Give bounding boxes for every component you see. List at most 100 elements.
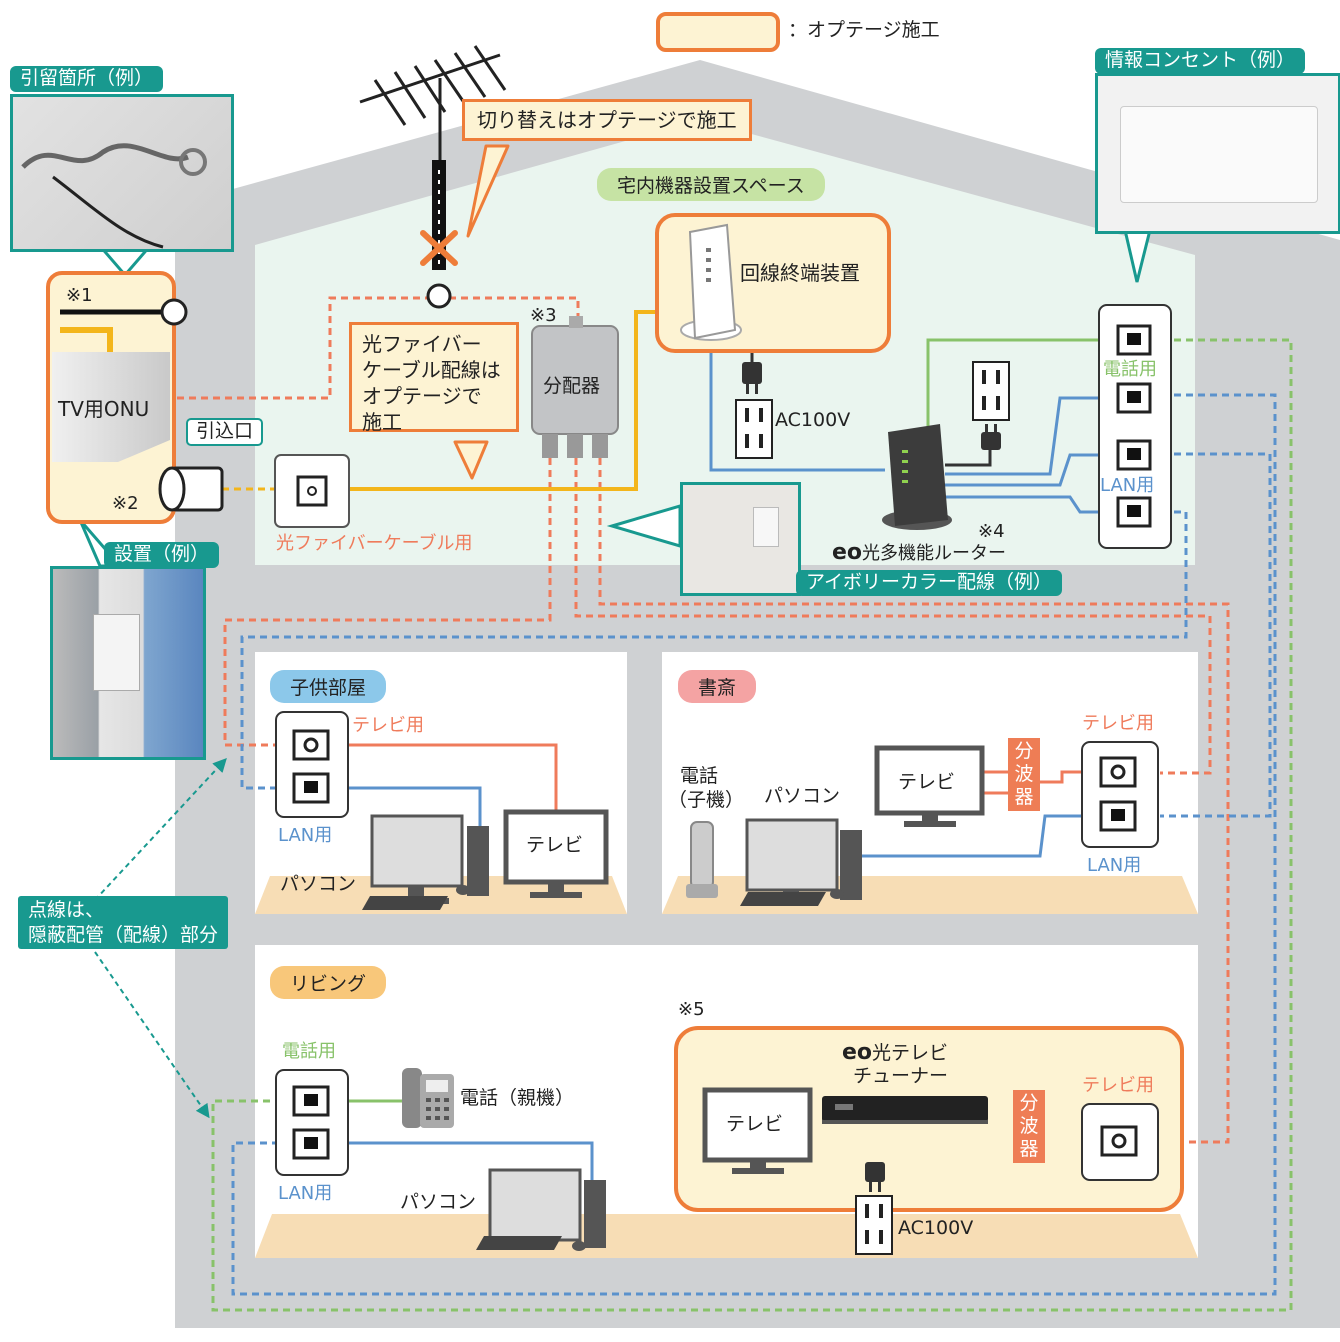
label-kids-pc: パソコン (280, 873, 357, 895)
photo-info-outlet (1095, 73, 1340, 234)
note-arrow-down (94, 951, 210, 1119)
note-3: ※3 (530, 305, 557, 326)
label-phone-base: 電話（親機） (460, 1087, 575, 1109)
floor-study (662, 876, 1198, 914)
label-handset-1: 電話 (680, 765, 719, 787)
label-handset-2: （子機） (668, 789, 745, 811)
tag-info-outlet: 情報コンセント（例） (1095, 48, 1306, 74)
tag-hikitome: 引留箇所（例） (10, 66, 164, 92)
diplexer-study-c3: 器 (1014, 786, 1034, 808)
label-living-lan-use: LAN用 (278, 1183, 333, 1204)
lan-ont-router (709, 337, 885, 472)
label-study-tv-use: テレビ用 (1082, 713, 1154, 734)
label-living-pc: パソコン (400, 1191, 477, 1213)
splitter-ports (542, 434, 608, 458)
fiber-note-line-4: 施工 (362, 410, 402, 434)
info-outlet-photo-plate (1120, 106, 1318, 203)
phone-router (926, 338, 1118, 432)
router-leds (902, 450, 908, 483)
diplexer-study: 分 波 器 (1008, 738, 1040, 811)
diplexer-living-c2: 波 (1019, 1115, 1039, 1137)
bubble-tail-fiber (453, 440, 489, 480)
kids-tv-jack-hole (303, 737, 319, 753)
lan-study-pc (862, 814, 1098, 858)
label-kids-lan-use: LAN用 (278, 825, 333, 846)
antenna-terminal (426, 283, 452, 309)
label-tuner-1: eo光テレビ (842, 1040, 948, 1065)
monitor-icon-study (740, 818, 862, 906)
label-kids-tv: テレビ (526, 834, 584, 856)
switch-note: 切り替えはオプテージで施工 (477, 108, 737, 132)
diplexer-study-c2: 波 (1014, 763, 1034, 785)
plug-icon-router (981, 424, 1001, 450)
router-power (945, 447, 992, 467)
study-tv-jack (1099, 756, 1137, 788)
label-living-tv-use: テレビ用 (1082, 1075, 1154, 1096)
living-tv-jack (1100, 1125, 1138, 1157)
tuner-device (822, 1096, 988, 1124)
pill-equipment-space: 宅内機器設置スペース (597, 168, 825, 201)
fiber-outlet-hole (307, 486, 317, 496)
antenna-icon (359, 45, 507, 160)
note-4: ※4 (978, 521, 1005, 542)
tuner-brand: eo (842, 1040, 873, 1065)
photo-ivory (680, 482, 801, 596)
tv-onu-box (52, 352, 170, 462)
splitter-in (569, 316, 583, 328)
dotted-coax-kids (223, 458, 552, 747)
fiber-note-bubble: 光ファイバー ケーブル配線は オプテージで 施工 (349, 322, 519, 434)
bubble-tail-switch (466, 144, 510, 238)
diplexer-living: 分 波 器 (1013, 1090, 1045, 1163)
fiber-note-line-3: オプテージで (362, 384, 482, 408)
fiber-note-line-2: ケーブル配線は (362, 358, 501, 382)
cross-icon (420, 230, 458, 266)
study-tv-jack-hole (1110, 764, 1126, 780)
dotted-note-line-1: 点線は、 (28, 899, 105, 921)
router-device (888, 424, 948, 526)
floor-living (255, 1214, 1198, 1258)
label-lan-use-top: LAN用 (1100, 475, 1155, 496)
label-kids-tv-use: テレビ用 (352, 715, 424, 736)
tv-icon-kids (503, 809, 609, 898)
dotted-phone-living (211, 338, 1293, 1312)
tag-setchi: 設置（例） (104, 542, 220, 568)
label-study-lan-use: LAN用 (1087, 855, 1142, 876)
kids-lan-jack-hole (304, 781, 318, 793)
wire-hook-icon (21, 143, 207, 249)
lan-kids-pc (330, 786, 482, 826)
label-hikikomi: 引込口 (186, 418, 264, 446)
dotted-lan-study (1150, 452, 1272, 818)
diplexer-living-c1: 分 (1019, 1092, 1039, 1114)
hikikomi-icon (158, 466, 224, 512)
dotted-coax-onu (165, 296, 580, 400)
diplexer-study-c1: 分 (1014, 740, 1034, 762)
router-brand: eo (832, 540, 863, 565)
info-outlet-plate (1098, 304, 1172, 549)
label-ac-top: AC100V (775, 409, 851, 431)
ivory-photo-box (753, 507, 779, 547)
tag-ivory: アイボリーカラー配線（例） (796, 570, 1063, 596)
dotted-note: 点線は、 隠蔽配管（配線）部分 (18, 896, 229, 950)
label-living-tv: テレビ (726, 1113, 784, 1135)
dotted-lan-kids (240, 510, 1188, 790)
label-study-pc: パソコン (764, 785, 841, 807)
desk-phone-icon (402, 1068, 454, 1128)
photo-setchi (50, 566, 206, 760)
living-lan-jack-hole (304, 1137, 318, 1149)
label-living-phone-use: 電話用 (282, 1041, 336, 1062)
ac-outlet-router (972, 361, 1010, 421)
kids-tv-jack (292, 729, 330, 761)
label-splitter: 分配器 (543, 375, 601, 397)
router-name: 光多機能ルーター (862, 543, 1007, 564)
lan-router-2 (945, 453, 1118, 487)
pill-kids-room: 子供部屋 (270, 670, 387, 703)
tv-icon-living (702, 1087, 813, 1174)
dotted-coax-study (574, 458, 1212, 775)
photo-hikitome (10, 94, 234, 252)
monitor-icon-living (476, 1168, 606, 1251)
label-tuner-2: チューナー (853, 1065, 949, 1087)
note-5: ※5 (678, 999, 705, 1020)
switch-note-bubble: 切り替えはオプテージで施工 (462, 99, 752, 141)
note-2: ※2 (112, 493, 139, 514)
